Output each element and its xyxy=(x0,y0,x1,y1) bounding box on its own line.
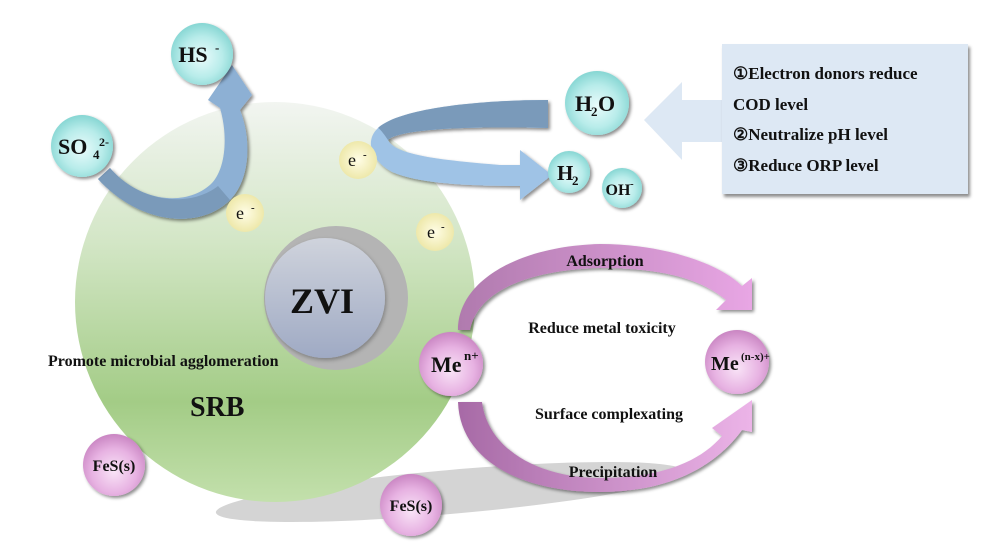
metal-initial-charge: n+ xyxy=(464,348,479,363)
fes-precipitate-2[interactable] xyxy=(380,474,442,536)
effect-line-4: ③Reduce ORP level xyxy=(733,155,879,175)
hs-ion[interactable] xyxy=(171,23,233,85)
electron-2-label: e xyxy=(236,203,244,223)
effect-line-3: ②Neutralize pH level xyxy=(733,125,888,144)
electron-1-charge: - xyxy=(363,149,367,161)
effects-pointer-arrow xyxy=(644,82,724,160)
pathway-surface-complexating: Surface complexating xyxy=(535,406,683,423)
hydrogen-molecule[interactable] xyxy=(548,151,590,193)
sulfate-ion-charge: 2- xyxy=(99,135,109,149)
fes-precipitate-1-label: FeS(s) xyxy=(93,458,136,475)
electron-3[interactable]: e - xyxy=(416,213,454,251)
sulfate-ion-subscript: 4 xyxy=(93,147,100,162)
hydrogen-label-h: H xyxy=(557,161,573,185)
fes-precipitate-2-label: FeS(s) xyxy=(390,498,433,515)
water-reduction-arrow xyxy=(370,100,552,200)
zvi-core[interactable] xyxy=(265,238,385,358)
metal-upper-arrow xyxy=(458,244,752,330)
effect-line-2: COD level xyxy=(733,94,809,114)
hs-ion-label: HS xyxy=(178,42,207,67)
electron-1-label: e xyxy=(348,150,356,170)
water-label-sub: 2 xyxy=(591,104,598,119)
pathway-precipitation: Precipitation xyxy=(569,464,658,481)
hydroxide-charge: - xyxy=(630,178,634,190)
metal-reduced-label: Me xyxy=(711,353,739,375)
effects-box: ①Electron donors reduce COD level ②Neutr… xyxy=(722,44,968,194)
sulfate-reduction-arrow xyxy=(98,65,252,219)
metal-initial-label: Me xyxy=(431,352,462,377)
metal-lower-arrow xyxy=(458,400,752,492)
hydroxide-label: OH xyxy=(606,182,631,199)
electron-2-charge: - xyxy=(251,202,255,214)
effect-line-1: ①Electron donors reduce xyxy=(733,64,918,83)
water-label-h: H xyxy=(575,91,592,116)
water-label-o: O xyxy=(598,91,615,116)
electron-3-charge: - xyxy=(441,221,445,233)
fes-precipitate-1[interactable] xyxy=(83,434,145,496)
metal-ion-initial[interactable] xyxy=(419,332,483,396)
sulfate-ion-label: SO xyxy=(58,134,87,159)
hydroxide-ion[interactable] xyxy=(602,168,642,208)
zvi-label: ZVI xyxy=(290,281,354,321)
pathway-reduce-toxicity: Reduce metal toxicity xyxy=(528,320,676,337)
electron-1[interactable]: e - xyxy=(339,141,377,179)
hs-ion-charge: - xyxy=(215,40,219,55)
water-molecule[interactable] xyxy=(565,71,629,135)
metal-reduced-charge: (n-x)+ xyxy=(741,351,770,363)
metal-ion-reduced[interactable] xyxy=(705,330,769,394)
agglomeration-note: Promote microbial agglomeration xyxy=(48,353,279,370)
electron-3-label: e xyxy=(427,222,435,242)
hydrogen-label-sub: 2 xyxy=(572,173,579,188)
pathway-adsorption: Adsorption xyxy=(566,253,643,270)
sulfate-ion[interactable] xyxy=(51,115,113,177)
srb-label: SRB xyxy=(190,392,244,423)
electron-2[interactable]: e - xyxy=(226,194,264,232)
